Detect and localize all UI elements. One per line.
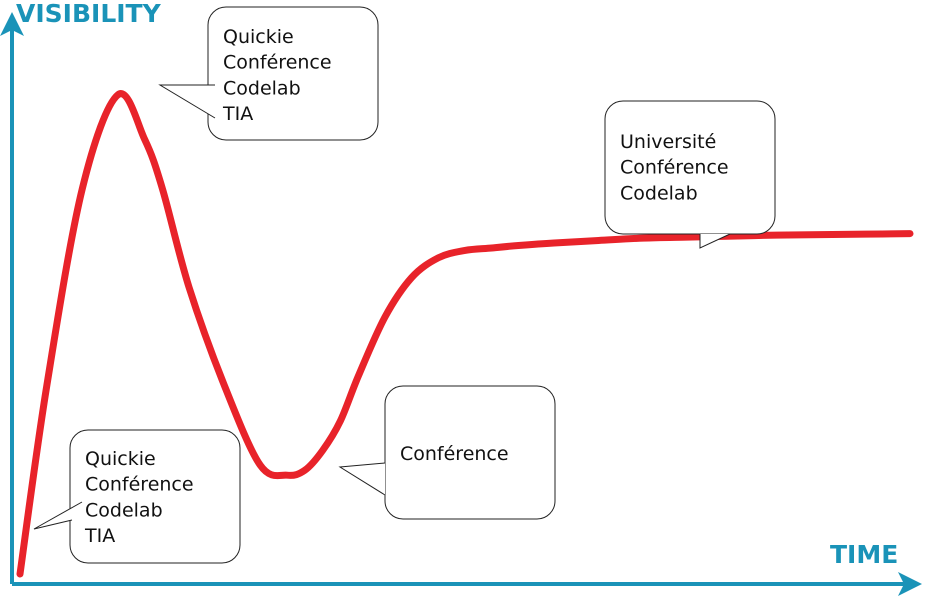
bubble-line-start-3: TIA [84, 525, 115, 547]
bubble-line-start-0: Quickie [85, 448, 156, 470]
bubble-line-peak-2: Codelab [223, 77, 301, 99]
bubble-line-peak-3: TIA [222, 103, 253, 125]
bubble-line-peak-1: Conférence [223, 52, 332, 74]
bubble-line-peak-0: Quickie [223, 26, 294, 48]
bubble-line-plateau-1: Conférence [620, 157, 729, 179]
bubble-box-peak [207, 6, 379, 141]
bubble-box-start [69, 429, 241, 564]
bubble-line-plateau-0: Université [620, 131, 716, 153]
bubble-box-plateau [604, 100, 776, 235]
bubble-line-start-2: Codelab [85, 499, 163, 521]
bubble-tail-plateau [699, 233, 731, 249]
bubble-tail-fill-trough [340, 463, 385, 495]
bubble-tail-peak [158, 84, 216, 119]
bubble-line-trough-0: Conférence [400, 443, 509, 465]
bubble-line-start-1: Conférence [85, 474, 194, 496]
annotation-bubble-trough: Conférence [338, 385, 556, 520]
bubble-box-trough [384, 385, 556, 520]
series-line [16, 90, 914, 578]
bubble-line-plateau-2: Codelab [620, 182, 698, 204]
x-axis-title: TIME [830, 540, 898, 569]
bubble-text-trough: Conférence [400, 443, 509, 465]
y-axis-title: VISIBILITY [16, 0, 162, 28]
bubble-tail-start [33, 501, 83, 530]
bubble-tail-trough [338, 462, 386, 496]
